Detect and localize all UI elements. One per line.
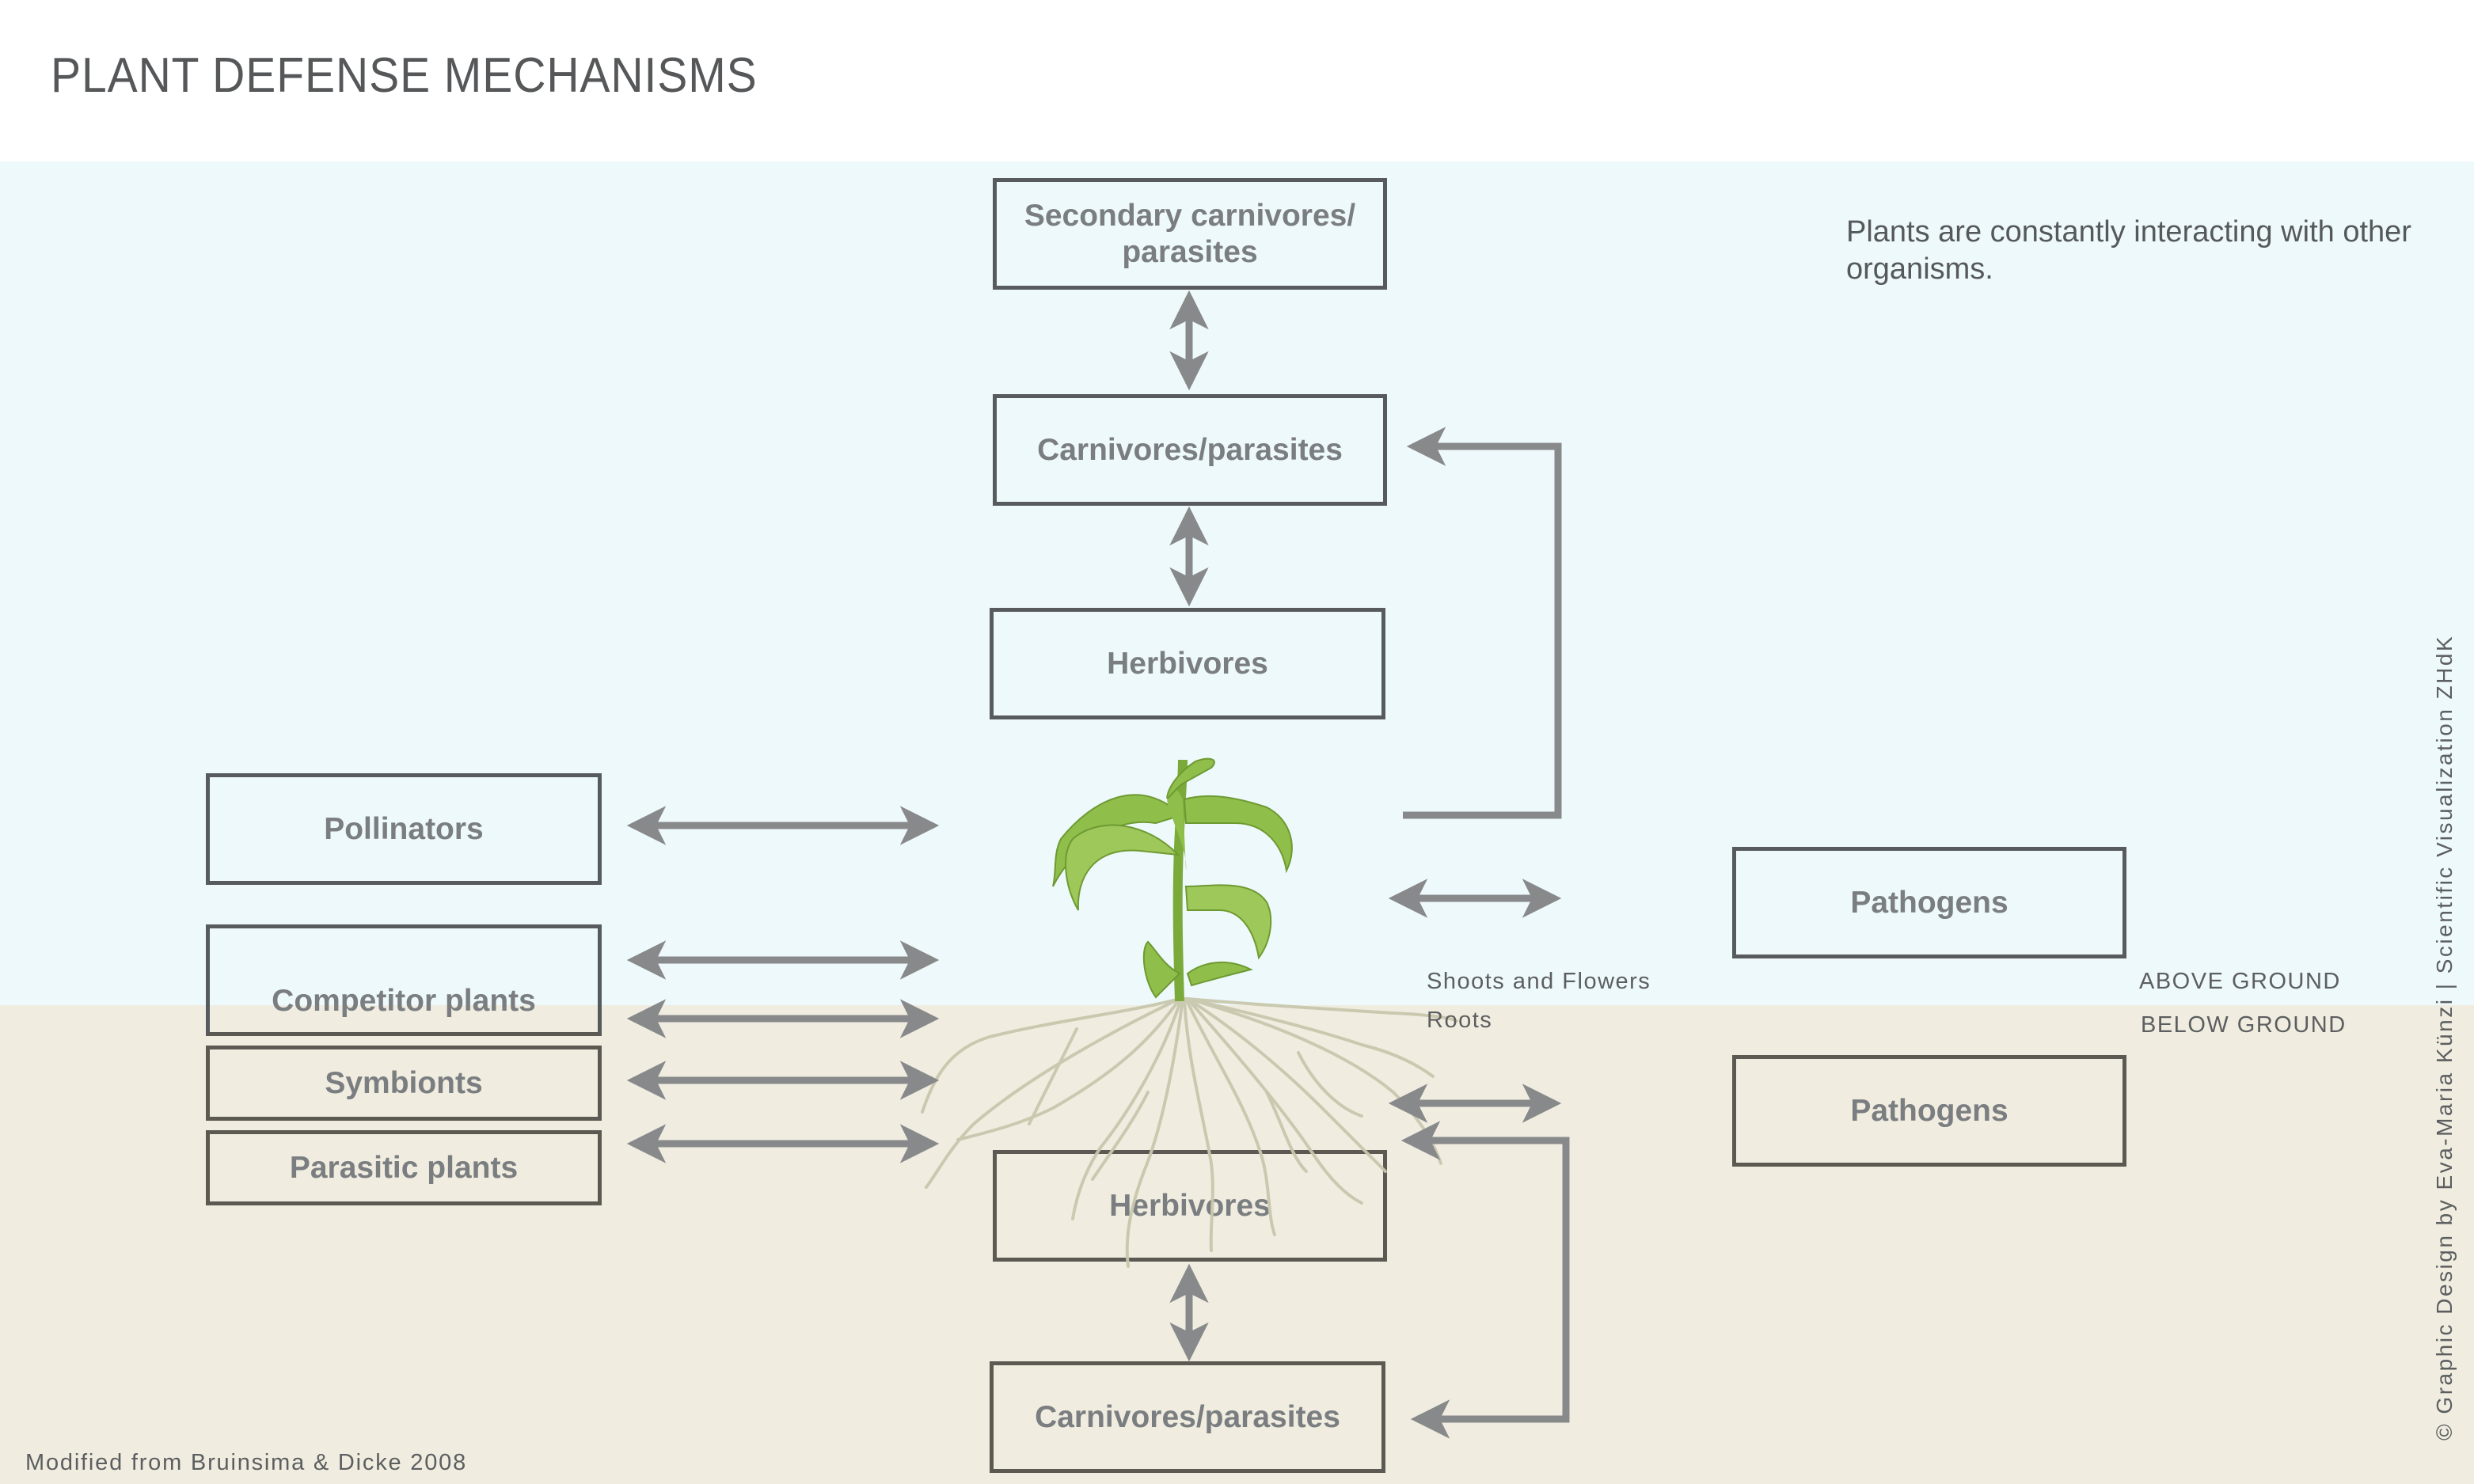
shoots-label: Shoots and Flowers — [1427, 969, 1651, 994]
node-competitor-plants: Competitor plants — [206, 924, 602, 1036]
node-carnivores-above: Carnivores/parasites — [993, 394, 1387, 506]
plant-roots — [921, 997, 1458, 1268]
node-label: Carnivores/parasites — [1035, 1399, 1340, 1434]
leaf — [1065, 824, 1180, 911]
node-label: Herbivores — [1107, 646, 1268, 681]
node-carnivores-below: Carnivores/parasites — [990, 1361, 1385, 1473]
leaf — [1184, 884, 1272, 960]
arrow-plant-to-carnivores-below — [1410, 1137, 1570, 1439]
below-ground-zone — [0, 1005, 2474, 1484]
arrows — [626, 290, 1570, 1439]
node-label: Symbionts — [325, 1065, 483, 1100]
above-ground-label: ABOVE GROUND — [2139, 969, 2341, 994]
arrow-plant-to-carnivores-above — [1403, 427, 1562, 819]
node-pathogens-above: Pathogens — [1732, 847, 2126, 958]
page-title: PLANT DEFENSE MECHANISMS — [51, 48, 758, 103]
leaf — [1167, 787, 1187, 871]
intro-note: Plants are constantly interacting with o… — [1846, 215, 2411, 286]
node-label: Pollinators — [324, 811, 484, 846]
node-label: Pathogens — [1850, 1093, 2008, 1128]
above-ground-zone — [0, 161, 2474, 1005]
plant-shoot — [1052, 757, 1293, 1002]
node-herbivores-below: Herbivores — [993, 1150, 1387, 1262]
node-secondary-carnivores: Secondary carnivores/ parasites — [993, 178, 1387, 290]
node-label: Competitor plants — [272, 983, 536, 1018]
node-parasitic-plants: Parasitic plants — [206, 1130, 602, 1205]
node-label-line1: Secondary carnivores/ — [1024, 198, 1356, 233]
leaf — [1142, 940, 1181, 999]
node-label: Parasitic plants — [289, 1150, 519, 1185]
source-citation: Modified from Bruinsima & Dicke 2008 — [25, 1450, 467, 1475]
node-pollinators: Pollinators — [206, 773, 602, 885]
below-ground-label: BELOW GROUND — [2141, 1012, 2347, 1038]
node-label-line2: parasites — [1122, 234, 1258, 269]
roots-label: Roots — [1427, 1008, 1493, 1033]
leaf — [1186, 961, 1253, 987]
design-credit: © Graphic Design by Eva-Maria Künzi | Sc… — [2432, 634, 2457, 1440]
leaf — [1166, 757, 1215, 799]
node-label: Carnivores/parasites — [1037, 432, 1343, 467]
node-label: Pathogens — [1850, 885, 2008, 920]
leaf — [1183, 795, 1293, 874]
node-pathogens-below: Pathogens — [1732, 1055, 2126, 1167]
node-herbivores-above: Herbivores — [990, 608, 1385, 719]
node-symbionts: Symbionts — [206, 1046, 602, 1121]
